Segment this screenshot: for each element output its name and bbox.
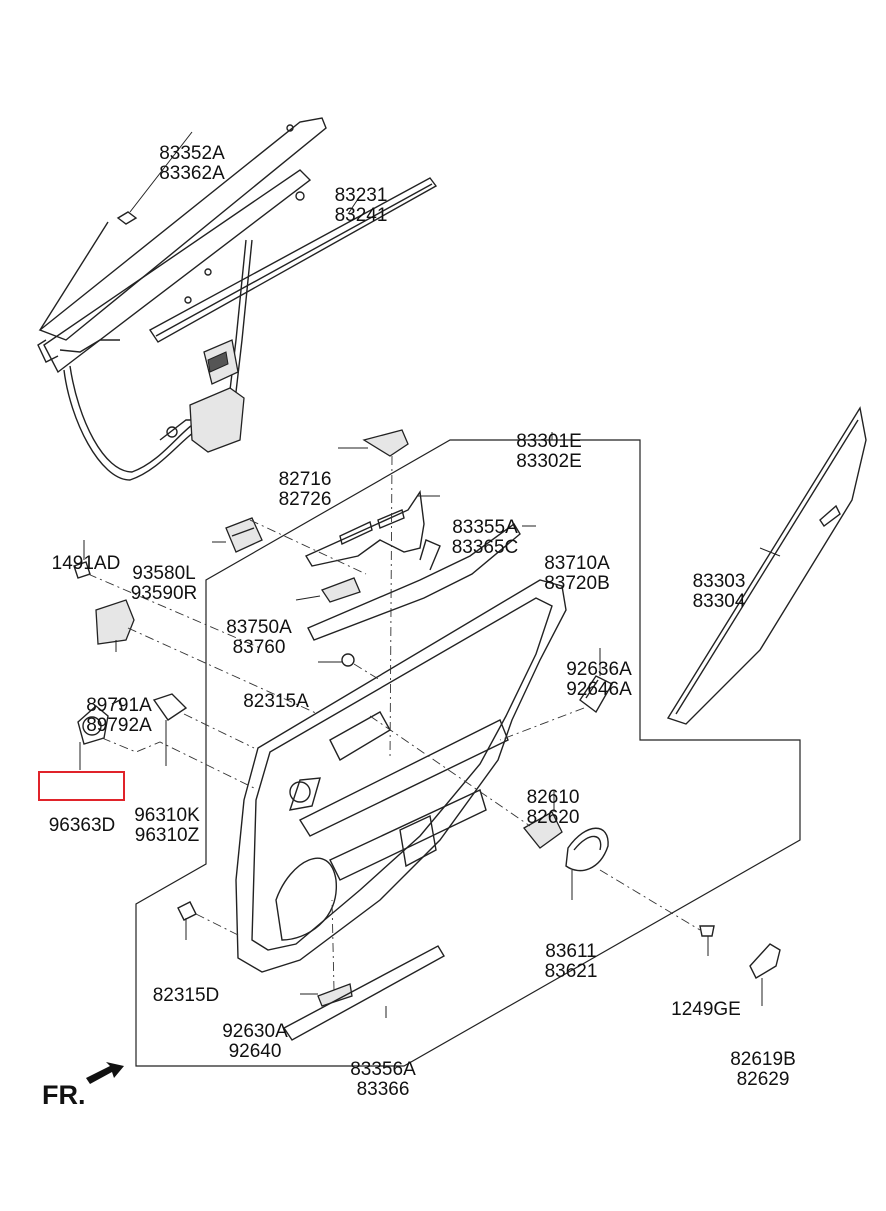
- label-82315a: 82315A: [243, 691, 309, 712]
- power-window-switch: [225, 517, 263, 553]
- highlight-box: [38, 771, 125, 801]
- bracket-89791: [95, 599, 135, 645]
- grommet-82315a: [341, 653, 355, 667]
- cap-82619: [749, 943, 781, 979]
- leader-lines: [79, 131, 781, 1018]
- inside-handle-82610: [523, 811, 563, 849]
- label-96363d: 96363D: [48, 815, 116, 836]
- trim-92630: [317, 983, 353, 1007]
- pull-cup: [321, 577, 361, 603]
- screw-1249ge: [699, 925, 715, 937]
- front-direction-arrow: [86, 1062, 124, 1084]
- door-trim-panel: [235, 579, 567, 973]
- fastener-82315d: [177, 901, 197, 921]
- handle-bezel-83611: [565, 827, 609, 872]
- speaker-96363: [77, 698, 123, 745]
- garnish-83356: [282, 945, 445, 1041]
- switch-panel: [304, 429, 425, 567]
- front-direction-label: FR.: [42, 1080, 86, 1110]
- label-1249ge: 1249GE: [671, 999, 741, 1020]
- armrest-trim: [307, 522, 521, 641]
- cover-92636: [579, 675, 613, 714]
- glass-run-channel: [148, 177, 438, 343]
- door-side-garnish: [666, 406, 867, 725]
- label-1491ad: 1491AD: [51, 553, 121, 574]
- trim-assembly-box: [135, 439, 801, 1067]
- sensor-96310: [152, 693, 188, 721]
- window-regulator-assembly: [37, 117, 327, 481]
- assembly-lines: [87, 455, 701, 991]
- label-82315d: 82315D: [152, 985, 220, 1006]
- clip-1491ad: [73, 561, 91, 579]
